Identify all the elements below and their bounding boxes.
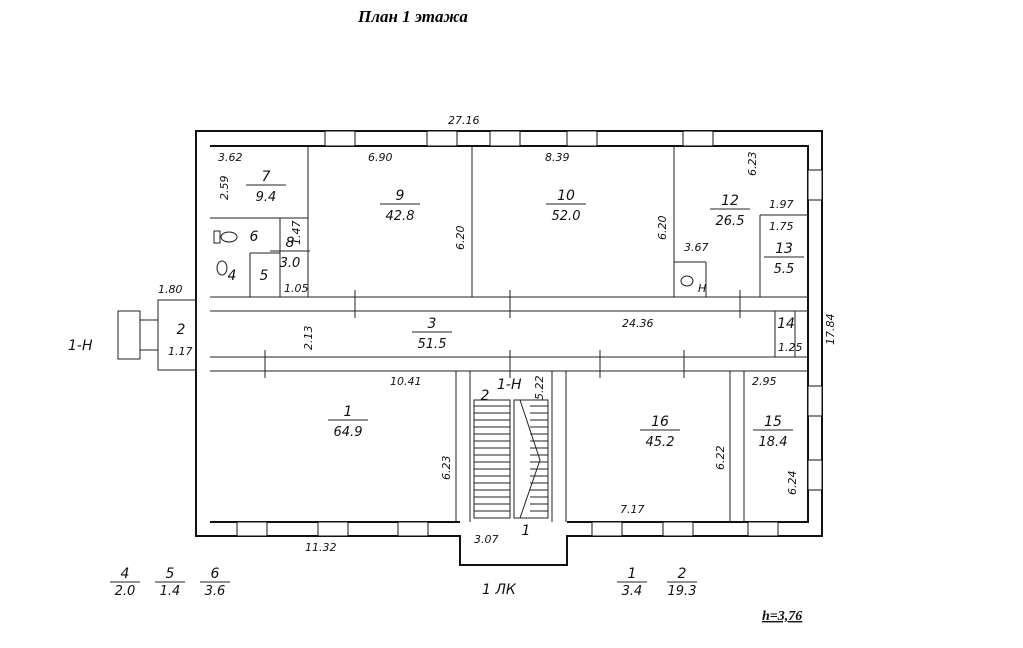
svg-text:6.23: 6.23 (440, 456, 453, 481)
svg-text:10.41: 10.41 (390, 375, 422, 388)
summary-area: 3.6 (205, 584, 226, 599)
summary-number: 5 (166, 566, 175, 582)
room-r15: 15 18.4 (753, 414, 793, 450)
room-r4: 4 (228, 268, 237, 284)
svg-text:6.20: 6.20 (454, 226, 467, 251)
dim-left-entry: 1.80 (158, 283, 183, 296)
svg-text:3.07: 3.07 (474, 533, 499, 546)
room-number: 8 (286, 235, 295, 251)
room-area: 51.5 (418, 337, 447, 352)
room-number: 10 (557, 188, 575, 204)
room-area: 26.5 (716, 214, 745, 229)
svg-text:6.20: 6.20 (656, 216, 669, 241)
entry-stair-label: 1-Н (497, 377, 522, 393)
svg-text:2.13: 2.13 (302, 326, 315, 351)
dimension-labels: 27.16 17.84 1.80 11.32 24.36 3.62 2.59 1… (68, 114, 837, 598)
room-r12: 12 26.5 (710, 193, 750, 229)
room-r10: 10 52.0 (546, 188, 586, 224)
room-r14: 14 (777, 316, 795, 332)
svg-text:1.17: 1.17 (168, 345, 193, 358)
room-number: 3 (428, 316, 437, 332)
dim-top-total: 27.16 (448, 114, 480, 127)
room-r5: 5 (260, 268, 269, 284)
summary-area: 19.3 (668, 584, 697, 599)
staircase (473, 399, 549, 519)
svg-text:6.23: 6.23 (746, 152, 759, 177)
room-area: 42.8 (386, 209, 415, 224)
room-area: 5.5 (774, 262, 795, 277)
summary-number: 4 (121, 566, 130, 582)
svg-text:3.62: 3.62 (218, 151, 243, 164)
svg-text:1.25: 1.25 (778, 341, 803, 354)
room-r9: 942.8 (380, 188, 420, 224)
summary-area: 3.4 (622, 584, 643, 599)
entry-left-label: 1-Н (68, 338, 93, 354)
plan-title: План 1 этажа (357, 7, 468, 26)
summary-left: 4 2.0 5 1.4 6 3.6 (110, 566, 230, 599)
room-r16: 16 45.2 (640, 414, 680, 450)
svg-text:3.67: 3.67 (684, 241, 709, 254)
svg-text:Н: Н (698, 282, 706, 295)
partitions (117, 146, 808, 522)
room-r13: 135.5 (764, 241, 804, 277)
svg-text:1.97: 1.97 (769, 198, 794, 211)
svg-text:8.39: 8.39 (545, 151, 570, 164)
summary-area: 2.0 (115, 584, 136, 599)
room-number: 16 (651, 414, 669, 430)
dim-corridor: 24.36 (622, 317, 654, 330)
room-number: 14 (777, 316, 795, 332)
svg-text:6.24: 6.24 (786, 471, 799, 496)
room-number: 12 (721, 193, 739, 209)
room-rs: 2 (481, 388, 490, 404)
room-r7: 79.4 (246, 169, 286, 205)
dim-right-total: 17.84 (824, 314, 837, 346)
room-number: 2 (481, 388, 490, 404)
room-r2: 2 (177, 322, 186, 338)
room-area: 9.4 (256, 190, 277, 205)
room-r6: 6 (250, 229, 259, 245)
svg-text:1.47: 1.47 (290, 221, 303, 246)
summary-area: 1.4 (160, 584, 181, 599)
room-area: 64.9 (334, 425, 363, 440)
room-number: 7 (262, 169, 271, 185)
height-note: h=3,76 (762, 609, 802, 624)
svg-text:1.05: 1.05 (284, 282, 309, 295)
svg-text:6.90: 6.90 (368, 151, 393, 164)
svg-text:1.75: 1.75 (769, 220, 794, 233)
room-r3: 351.5 (412, 316, 452, 352)
svg-text:6.22: 6.22 (714, 446, 727, 471)
room-area: 45.2 (646, 435, 675, 450)
summary-number: 6 (211, 566, 220, 582)
room-area: 3.0 (280, 256, 301, 271)
svg-text:7.17: 7.17 (620, 503, 645, 516)
door-marks (264, 290, 741, 378)
room-r8: 83.0 (270, 235, 310, 271)
summary-number: 1 (628, 566, 637, 582)
svg-text:2.59: 2.59 (218, 176, 231, 201)
room-number: 13 (775, 241, 793, 257)
room-area: 18.4 (759, 435, 788, 450)
svg-text:2.95: 2.95 (752, 375, 777, 388)
exit-bottom-label: 1 ЛК (482, 582, 517, 598)
room-number: 2 (177, 322, 186, 338)
room-area: 52.0 (552, 209, 581, 224)
room-number: 15 (764, 414, 782, 430)
summary-number: 2 (678, 566, 687, 582)
summary-right: 1 3.4 2 19.3 (617, 566, 697, 599)
room-r1: 164.9 (328, 404, 368, 440)
room-number: 1 (344, 404, 353, 420)
room-number: 6 (250, 229, 259, 245)
svg-text:5.22: 5.22 (533, 376, 546, 401)
room-number: 1 (522, 523, 531, 539)
room-number: 9 (396, 188, 405, 204)
top-windows (236, 130, 823, 537)
dim-bottom-left: 11.32 (305, 541, 337, 554)
room-rs1: 1 (522, 523, 531, 539)
room-number: 4 (228, 268, 237, 284)
room-number: 5 (260, 268, 269, 284)
toilet-fixtures (213, 230, 694, 287)
